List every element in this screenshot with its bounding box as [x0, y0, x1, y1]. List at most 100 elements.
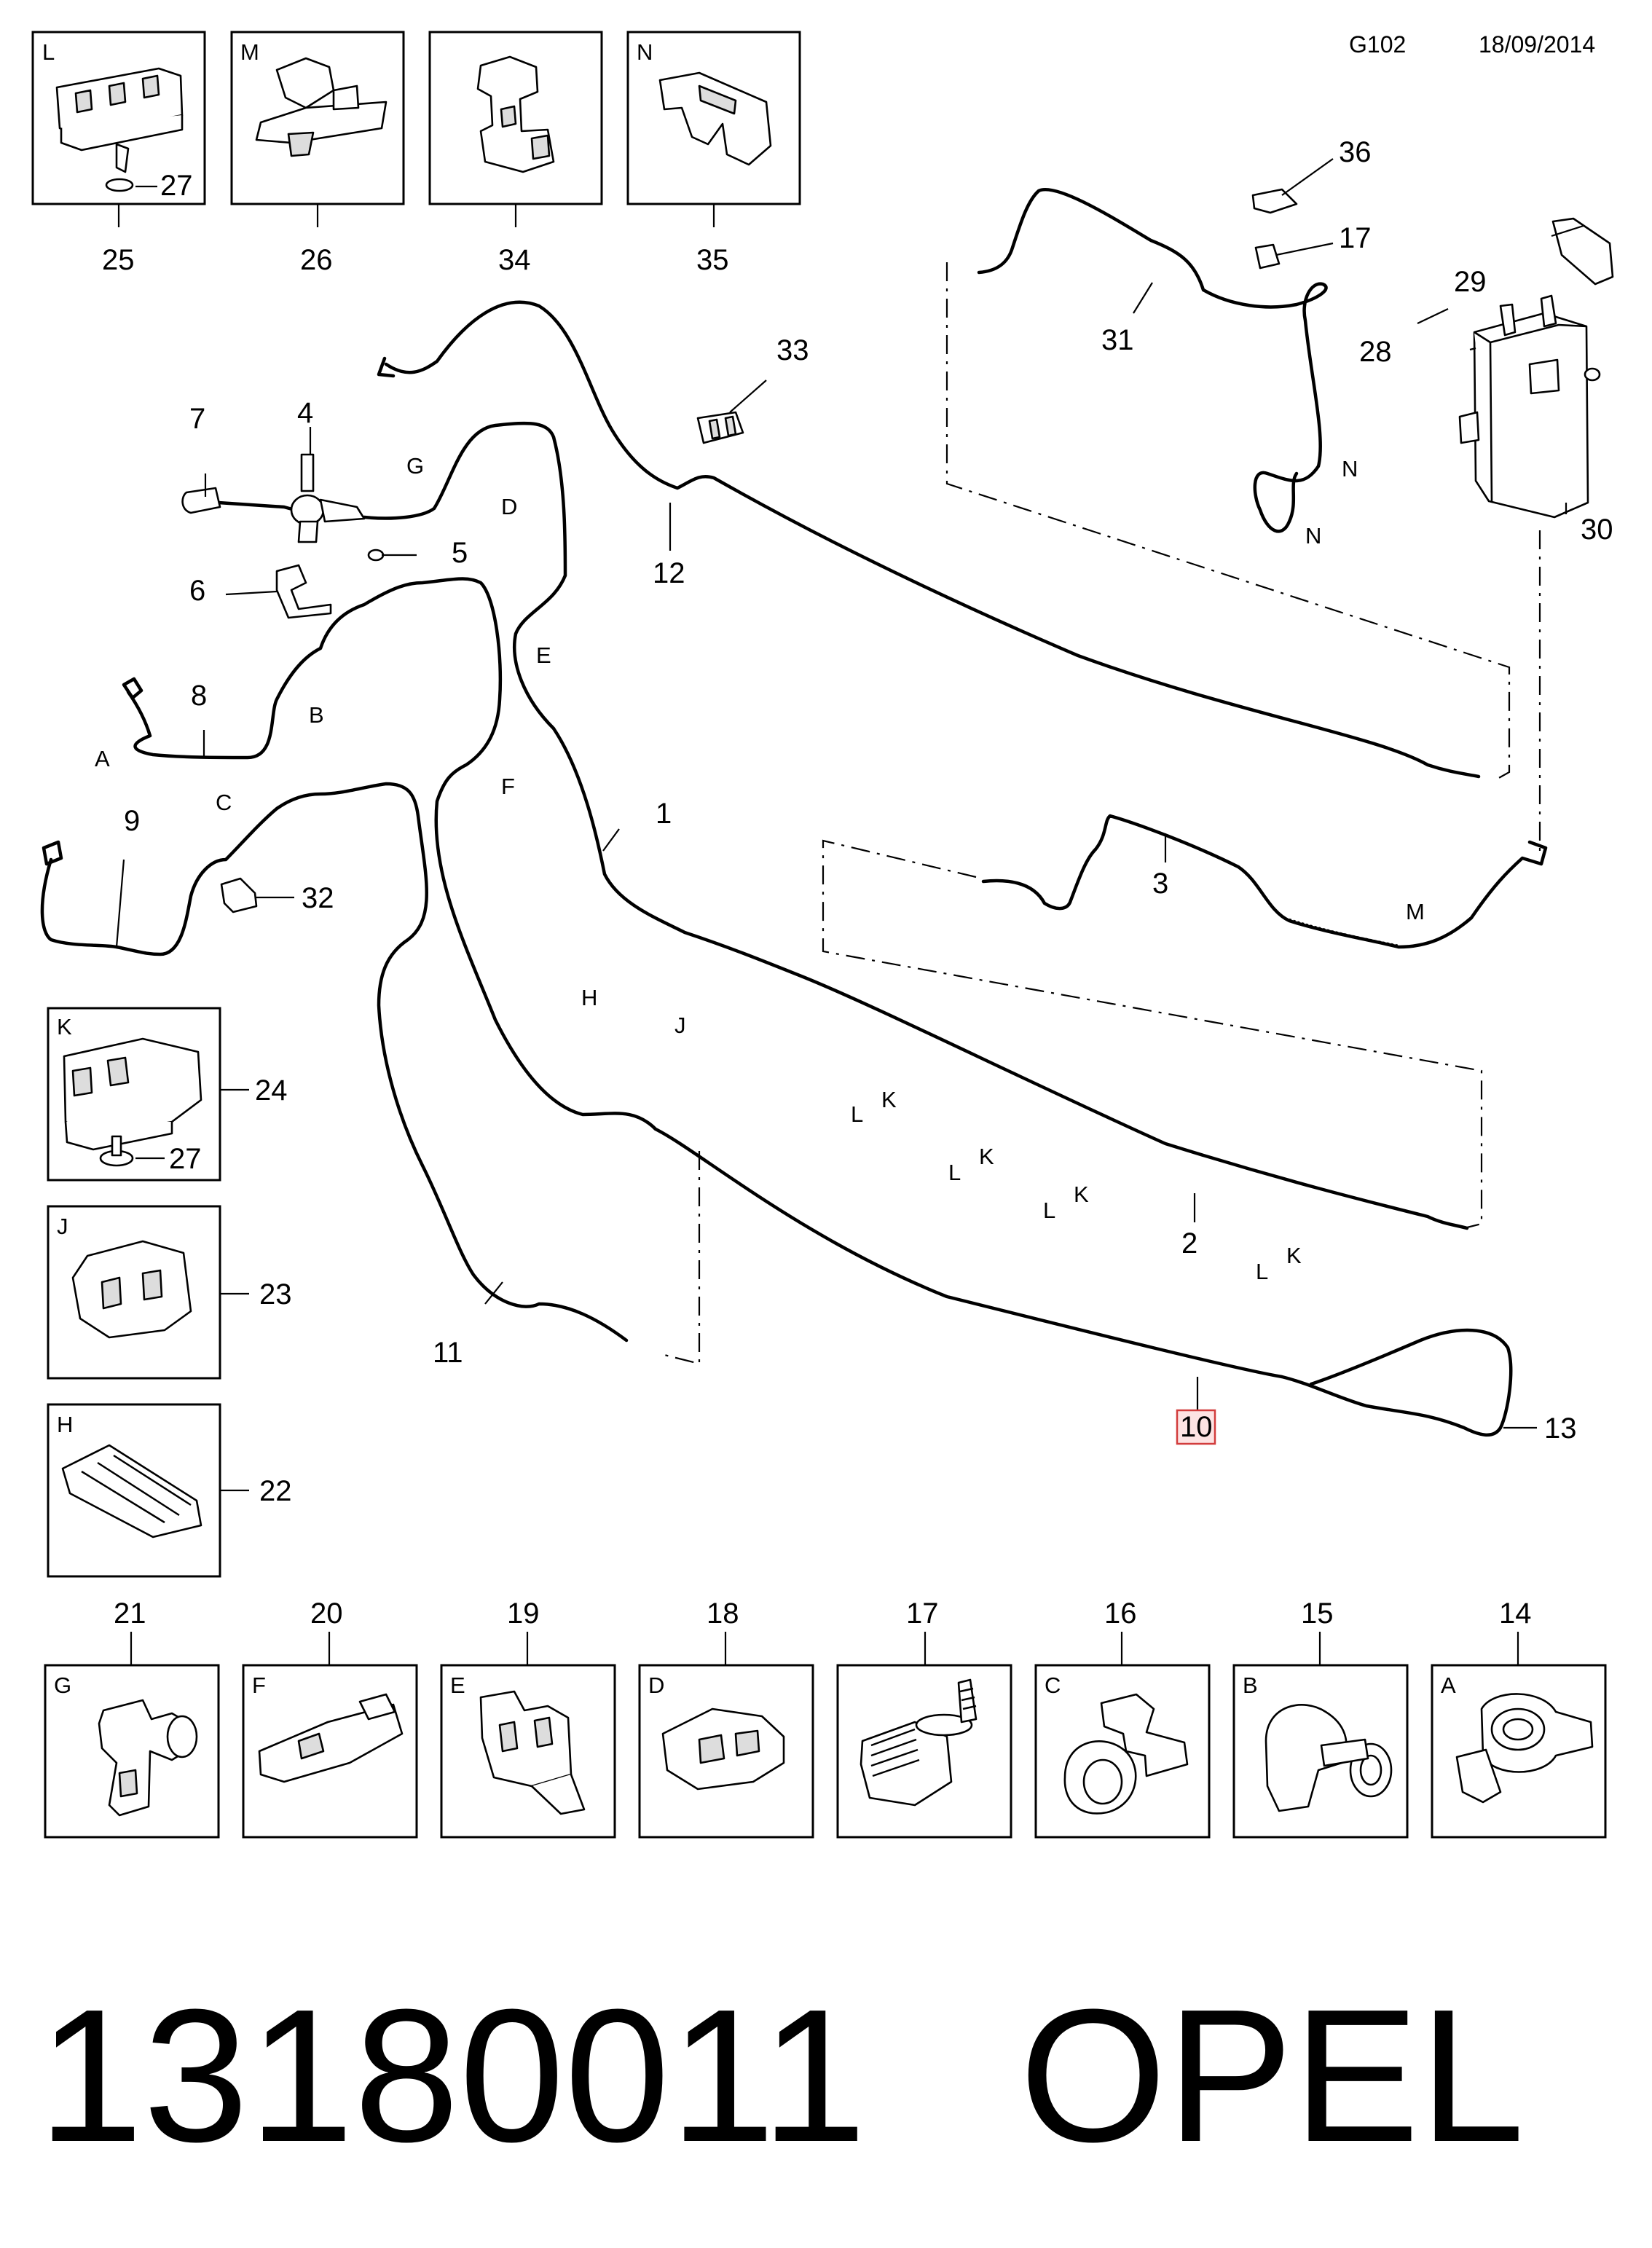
- letter-k-2: K: [979, 1144, 994, 1169]
- footer: 13180011 OPEL: [38, 1967, 1525, 2185]
- inset-box-35[interactable]: N: [626, 31, 801, 205]
- callout-9: 9: [124, 805, 140, 837]
- letter-e: E: [536, 642, 551, 668]
- pipe-g-d: [362, 421, 1469, 1230]
- diagram-code: G102: [1349, 31, 1406, 58]
- inset-box-14[interactable]: A: [1431, 1664, 1607, 1839]
- letter-m: M: [1406, 899, 1425, 924]
- callout-11: 11: [433, 1337, 463, 1369]
- diagram-date: 18/09/2014: [1479, 31, 1595, 58]
- callout-10-highlight[interactable]: 10: [1176, 1409, 1216, 1445]
- callout-30: 30: [1581, 514, 1613, 546]
- svg-text:N: N: [637, 39, 653, 65]
- inset-box-16[interactable]: C: [1034, 1664, 1211, 1839]
- callout-7: 7: [189, 403, 205, 435]
- parts-diagram: G102 18/09/2014 L 27 25 M 26 34 N: [31, 31, 1614, 1839]
- pipe-12: [377, 300, 1481, 779]
- callout-1: 1: [656, 798, 672, 830]
- callout-13: 13: [1544, 1412, 1577, 1445]
- svg-text:A: A: [1441, 1673, 1456, 1698]
- screw-5: [367, 549, 385, 562]
- letter-g: G: [406, 453, 424, 479]
- clip-32: [220, 877, 258, 913]
- letter-d: D: [501, 494, 517, 519]
- inset-box-26[interactable]: M: [230, 31, 405, 205]
- detail-outline-3: [822, 839, 1483, 1230]
- fitting-7: [181, 487, 221, 514]
- detail-outline-11: [664, 1151, 701, 1365]
- svg-text:B: B: [1243, 1673, 1258, 1698]
- callout-17-bottom: 17: [906, 1597, 939, 1630]
- callout-22: 22: [259, 1475, 292, 1507]
- letter-l-4: L: [1256, 1259, 1268, 1284]
- inset-box-18[interactable]: D: [638, 1664, 814, 1839]
- callout-19: 19: [507, 1597, 540, 1630]
- letter-b: B: [309, 702, 324, 728]
- inset-box-20[interactable]: F: [242, 1664, 418, 1839]
- bracket-29: [1551, 217, 1614, 286]
- callout-14: 14: [1499, 1597, 1532, 1630]
- detail-outline-31: [945, 262, 1511, 780]
- svg-text:K: K: [57, 1014, 72, 1039]
- inset-box-24[interactable]: K 27: [47, 1007, 221, 1182]
- pipe-31: [977, 188, 1328, 533]
- callout-12: 12: [653, 557, 685, 589]
- svg-text:J: J: [57, 1214, 68, 1239]
- callout-21: 21: [114, 1597, 146, 1630]
- pipe-8: [122, 577, 1513, 1437]
- screw-30: [1584, 367, 1601, 382]
- letter-a: A: [95, 746, 110, 771]
- svg-text:C: C: [1045, 1673, 1061, 1698]
- svg-text:27: 27: [169, 1143, 202, 1175]
- canister-28: [1458, 294, 1589, 519]
- clip-33: [696, 411, 744, 444]
- letter-l-1: L: [851, 1101, 863, 1127]
- brand-name: OPEL: [1019, 1970, 1525, 2182]
- fitting-4: [216, 453, 366, 543]
- inset-box-34[interactable]: [428, 31, 603, 205]
- svg-text:D: D: [648, 1673, 664, 1698]
- callout-15: 15: [1301, 1597, 1334, 1630]
- svg-text:H: H: [57, 1412, 73, 1437]
- letter-f: F: [501, 774, 515, 799]
- callout-28: 28: [1359, 336, 1392, 368]
- pipe-3: [981, 814, 1548, 949]
- callout-10: 10: [1180, 1411, 1213, 1443]
- letter-l-2: L: [948, 1160, 961, 1185]
- callout-20: 20: [310, 1597, 343, 1630]
- clip-17: [1254, 243, 1281, 270]
- callout-5: 5: [452, 537, 468, 569]
- letter-k-4: K: [1286, 1243, 1302, 1268]
- callout-36: 36: [1339, 136, 1372, 168]
- letter-h: H: [581, 985, 597, 1010]
- clip-36: [1251, 188, 1298, 214]
- inset-box-17[interactable]: [836, 1664, 1012, 1839]
- letter-n-1: N: [1342, 456, 1358, 482]
- callout-29: 29: [1454, 266, 1487, 298]
- callout-6: 6: [189, 575, 205, 607]
- letter-j: J: [674, 1013, 686, 1038]
- callout-31: 31: [1101, 324, 1134, 356]
- svg-text:E: E: [450, 1673, 465, 1698]
- callout-17: 17: [1339, 222, 1372, 254]
- bracket-6: [275, 564, 332, 619]
- letter-l-3: L: [1043, 1198, 1055, 1223]
- callout-23: 23: [259, 1278, 292, 1310]
- inset-box-23[interactable]: J: [47, 1205, 221, 1380]
- callout-16: 16: [1104, 1597, 1137, 1630]
- callout-26: 26: [300, 244, 333, 276]
- callout-35: 35: [696, 244, 729, 276]
- callout-24: 24: [255, 1074, 288, 1107]
- inset-box-19[interactable]: E: [440, 1664, 616, 1839]
- inset-box-25[interactable]: L 27: [31, 31, 206, 205]
- svg-text:M: M: [240, 39, 259, 65]
- callout-8: 8: [191, 680, 207, 712]
- callout-32: 32: [302, 882, 334, 914]
- callout-4: 4: [297, 397, 313, 429]
- inset-box-21[interactable]: G: [44, 1664, 220, 1839]
- svg-text:L: L: [42, 39, 55, 65]
- callout-25: 25: [102, 244, 135, 276]
- inset-box-15[interactable]: B: [1232, 1664, 1409, 1839]
- inset-box-22[interactable]: H: [47, 1403, 221, 1578]
- callout-33: 33: [776, 334, 809, 366]
